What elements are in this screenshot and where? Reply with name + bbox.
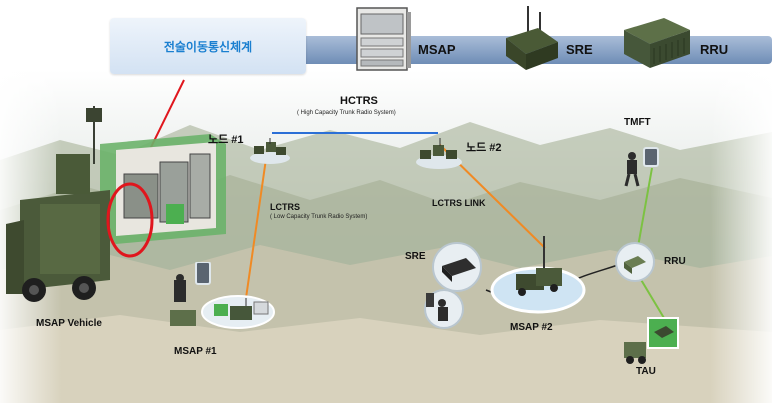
lctrs-link-label: LCTRS LINK	[432, 198, 486, 208]
sre-device-icon	[432, 242, 482, 292]
hctrs-label: HCTRS	[340, 95, 378, 107]
node1-vehicles-icon	[250, 138, 290, 164]
node1-label: 노드 #1	[208, 134, 244, 146]
rru-label: RRU	[664, 256, 686, 267]
banner-label-rru: RRU	[700, 42, 729, 57]
msap-vehicle-illustration	[6, 106, 226, 302]
tau-label: TAU	[636, 366, 656, 377]
hctrs-sub-label: ( High Capacity Trunk Radio System)	[297, 110, 396, 116]
tau-device-icon	[624, 317, 679, 364]
highlight-circle	[106, 182, 154, 258]
radio-box-icon	[506, 6, 558, 70]
msap1-label: MSAP #1	[174, 346, 217, 357]
banner-label-msap: MSAP	[418, 42, 456, 57]
lctrs-link-line-1	[245, 144, 269, 299]
lctrs-sub-label: ( Low Capacity Trunk Radio System)	[270, 214, 368, 220]
node2-label: 노드 #2	[466, 142, 502, 154]
tmft-soldier-icon	[624, 147, 659, 187]
rru-device-icon	[615, 242, 655, 282]
banner-title-box: 전술이동통신체계	[110, 18, 306, 74]
node2-vehicles-icon	[416, 138, 462, 169]
msap1-illustration	[170, 262, 275, 329]
sre-operator-icon	[424, 289, 464, 329]
radio-unit-icon	[624, 18, 690, 68]
rack-shelter-icon	[356, 7, 411, 71]
msap-vehicle-label: MSAP Vehicle	[36, 318, 102, 329]
sre-label: SRE	[405, 251, 426, 262]
msap2-label: MSAP #2	[510, 322, 553, 333]
banner-title: 전술이동통신체계	[163, 40, 253, 54]
tmft-label: TMFT	[624, 117, 651, 128]
banner-label-sre: SRE	[566, 42, 593, 57]
msap2-illustration	[490, 236, 586, 314]
lctrs-label: LCTRS	[270, 202, 300, 212]
